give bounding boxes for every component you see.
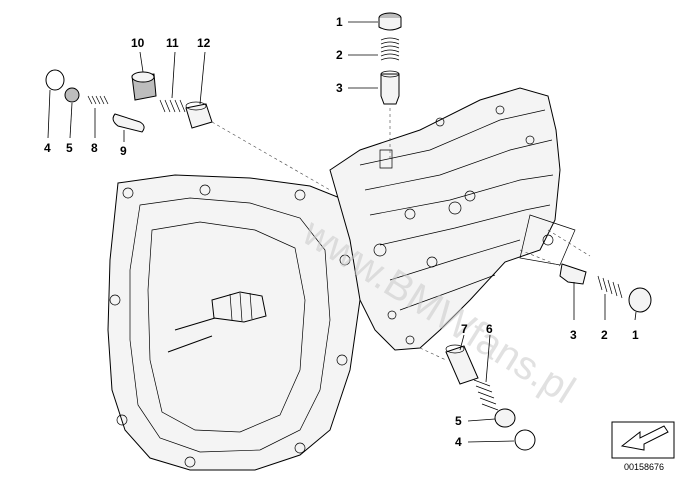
left-parts-row	[45, 51, 331, 191]
callout-labels: 1 2 3 10 11 12 4 5 8 9 3 2 1 7 6 5 4	[44, 15, 639, 449]
callout-10: 10	[131, 36, 145, 50]
callout-2-top: 2	[336, 48, 343, 62]
callout-3-top: 3	[336, 81, 343, 95]
callout-12: 12	[197, 36, 211, 50]
callout-6: 6	[486, 322, 493, 336]
orientation-box: 00158676	[611, 421, 675, 472]
callout-5-bottom: 5	[455, 414, 462, 428]
callout-3-right: 3	[570, 328, 577, 342]
callout-1-top: 1	[336, 15, 343, 29]
callout-8: 8	[91, 141, 98, 155]
top-detent-stack	[348, 12, 402, 160]
callout-11: 11	[166, 36, 179, 50]
callout-9: 9	[120, 144, 127, 158]
callout-7: 7	[461, 322, 468, 336]
gearbox-housing	[107, 87, 576, 471]
direction-arrow-icon	[620, 425, 669, 451]
callout-4-bottom: 4	[455, 435, 462, 449]
callout-4-left: 4	[44, 141, 51, 155]
callout-5-left: 5	[66, 141, 73, 155]
callout-1-right: 1	[632, 328, 639, 342]
image-code: 00158676	[624, 462, 664, 472]
right-detent-stack	[519, 229, 652, 321]
callout-2-right: 2	[601, 328, 608, 342]
bottom-parts-stack	[419, 334, 536, 451]
